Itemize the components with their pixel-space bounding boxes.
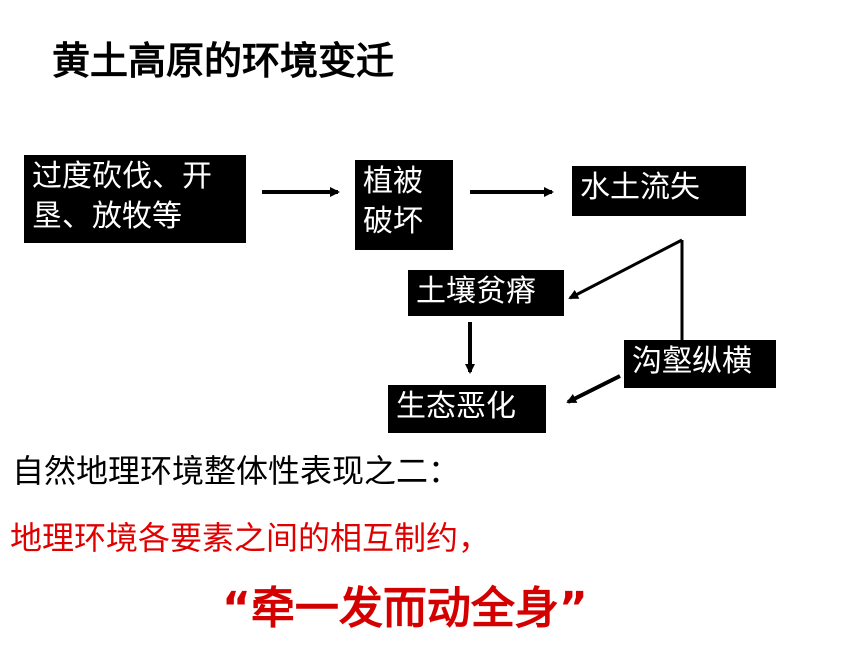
box-erosion-label: 水土流失 [580,170,700,205]
box-vegetation-line1: 植被 [363,164,423,199]
box-gully: 沟壑纵横 [624,340,776,388]
box-deforestation-line2: 垦、放牧等 [32,199,182,234]
box-deforestation: 过度砍伐、开 垦、放牧等 [24,155,246,243]
box-soil-erosion: 水土流失 [572,166,746,216]
box-soil-label: 土壤贫瘠 [416,274,536,309]
box-eco-label: 生态恶化 [396,389,516,424]
box-eco-deterioration: 生态恶化 [388,385,546,433]
statement-text: 自然地理环境整体性表现之二： [12,452,461,490]
arrow-gully-to-eco [566,374,621,404]
box-vegetation-damage: 植被 破坏 [355,160,453,250]
box-vegetation-line2: 破坏 [363,204,423,239]
box-gully-label: 沟壑纵横 [632,344,752,379]
box-deforestation-line1: 过度砍伐、开 [32,159,212,194]
box-soil-infertile: 土壤贫瘠 [408,270,564,316]
arrow-erosion-to-soil [568,238,683,300]
highlight-text: 地理环境各要素之间的相互制约， [10,519,491,557]
page-title: 黄土高原的环境变迁 [52,39,395,83]
slogan-text: “牵一发而动全身” [222,583,588,634]
